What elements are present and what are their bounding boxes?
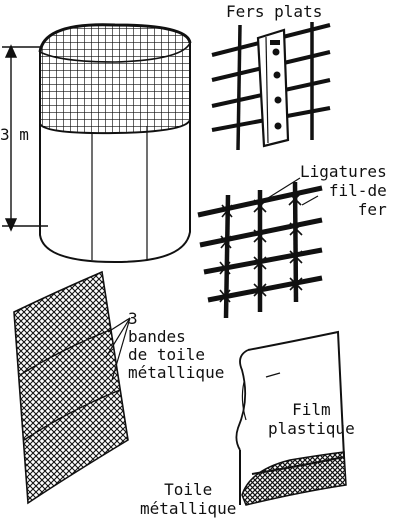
ligatures-label: Ligatures fil-de fer: [300, 162, 387, 219]
cylinder-body: [39, 45, 191, 264]
cylinder-enclosure: [2, 23, 192, 264]
height-dimension-arrow: [2, 44, 48, 232]
mesh-strips-label: 3 bandes de toile métallique: [128, 309, 225, 382]
wire-ligatures-grid: [197, 177, 323, 319]
plastic-film-label: Film plastique: [268, 400, 355, 438]
strip-leader-lines: [105, 317, 131, 381]
wire-mesh-label: Toile métallique: [140, 480, 237, 518]
wire-mesh-sheet: [13, 270, 131, 505]
plastic-film-sheet: [235, 330, 347, 506]
flat-irons-label: Fers plats: [226, 2, 323, 21]
height-label: 3 m: [0, 125, 29, 144]
flat-iron-bar: [256, 28, 290, 148]
cylinder-mesh-band: [39, 23, 191, 135]
flat-irons-grid: [211, 22, 331, 151]
